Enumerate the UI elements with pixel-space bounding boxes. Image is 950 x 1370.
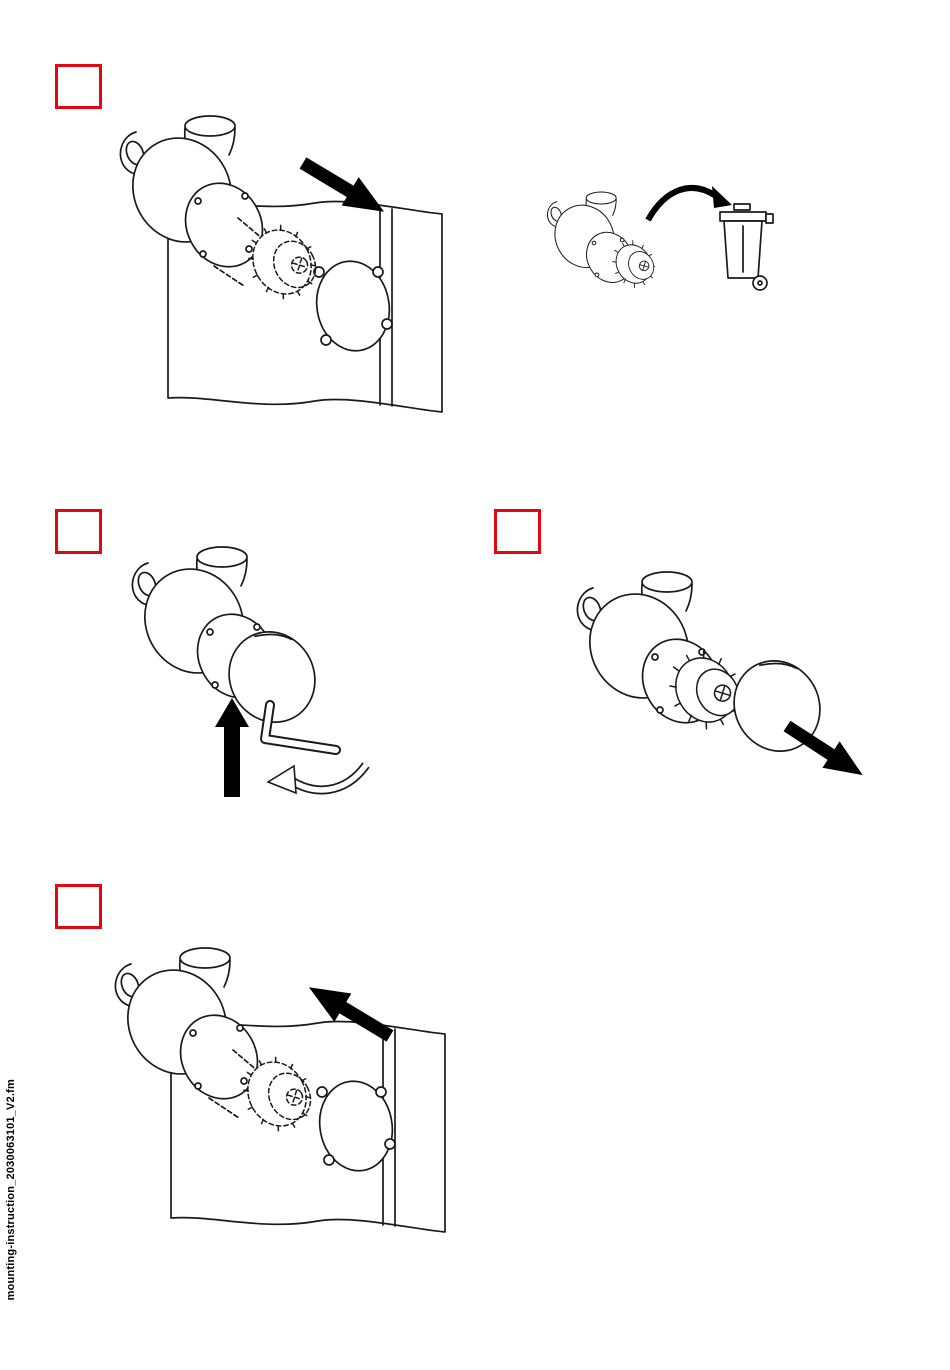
document-filename-vertical: mounting-instruction_2030063101_V2.fm xyxy=(5,1078,17,1300)
curved-arrow-head xyxy=(712,186,732,208)
rotation-arrow-head xyxy=(266,764,297,795)
waste-bin-icon xyxy=(719,203,774,291)
figure-dispose-valve xyxy=(543,185,774,295)
hidden-edge-lines xyxy=(208,1049,260,1119)
step-marker-1 xyxy=(55,64,102,109)
hidden-edge-lines xyxy=(213,217,265,287)
figure-remove-cap xyxy=(570,571,872,789)
step-marker-2 xyxy=(55,509,102,554)
step-marker-4 xyxy=(55,884,102,929)
arrow-right-down-icon xyxy=(778,712,872,789)
figure-allen-key xyxy=(125,546,370,797)
step-marker-3 xyxy=(494,509,541,554)
figure-insert-valve-into-wall xyxy=(113,115,443,413)
valve-body-drawing xyxy=(543,191,664,295)
up-arrow-icon xyxy=(215,698,249,797)
figure-pull-valve-out xyxy=(108,947,446,1233)
allen-key-inner xyxy=(262,702,339,753)
curved-arrow-icon xyxy=(645,185,718,222)
